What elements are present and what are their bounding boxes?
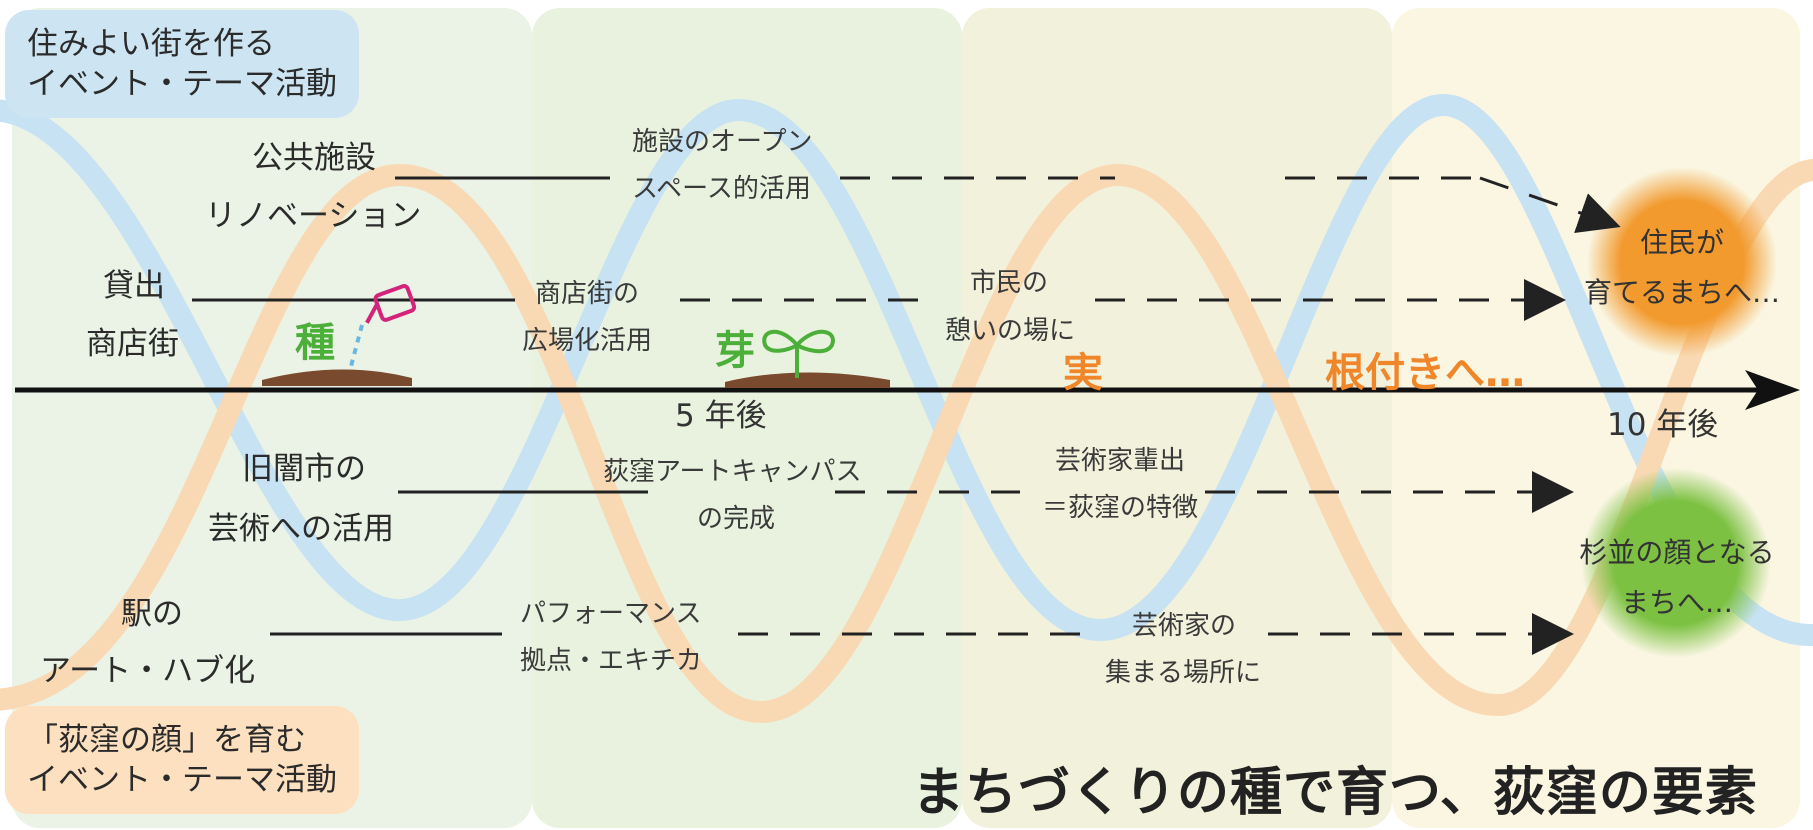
item-plaza-1: 商店街の: [535, 279, 640, 309]
stage-panel-seed: [12, 8, 532, 828]
item-art-hub: アート・ハブ化: [40, 653, 256, 689]
item-performance-2: 拠点・エキチカ: [520, 646, 703, 676]
goal-circle-face: [1581, 468, 1771, 658]
item-gather-1: 芸術家の: [1132, 611, 1237, 641]
item-station: 駅の: [121, 596, 183, 632]
goal-residents: 住民が 育てるまちへ…: [1572, 218, 1792, 318]
goal-residents-line2: 育てるまちへ…: [1583, 276, 1780, 309]
item-open-space-1: 施設のオープン: [632, 127, 813, 157]
water-drops-icon: [348, 324, 364, 371]
goal-face-line1: 杉並の顔となる: [1579, 536, 1775, 569]
timeline-5-years: 5 年後: [675, 398, 767, 434]
item-art-campus-2: の完成: [697, 504, 776, 534]
item-plaza-2: 広場化活用: [522, 326, 653, 356]
item-lending: 貸出: [103, 268, 165, 304]
soil-seed-icon: [262, 369, 412, 386]
orange-wave: [0, 159, 1813, 724]
stage-panel-fruit: [962, 8, 1392, 828]
item-shopping-street: 商店街: [86, 326, 179, 362]
stage-sprout: 芽: [715, 328, 755, 374]
tag-ogikubo-face-line1: 「荻窪の顔」を育む: [27, 722, 306, 758]
stage-seed: 種: [295, 320, 335, 366]
item-open-space-2: スペース的活用: [632, 174, 811, 204]
item-art-use: 芸術への活用: [208, 511, 394, 547]
tag-livable-town: 住みよい街を作る イベント・テーマ活動: [5, 10, 359, 118]
item-citizens-2: 憩いの場に: [945, 316, 1076, 346]
item-public-facility: 公共施設: [252, 140, 376, 176]
goal-residents-line1: 住民が: [1639, 226, 1724, 259]
tag-livable-town-line1: 住みよい街を作る: [27, 26, 275, 62]
time-axis-arrowhead: [1745, 370, 1800, 410]
tag-ogikubo-face-line2: イベント・テーマ活動: [27, 762, 337, 798]
tag-livable-town-line2: イベント・テーマ活動: [27, 66, 337, 102]
item-performance-1: パフォーマンス: [520, 599, 702, 629]
timeline-10-years: 10 年後: [1607, 407, 1719, 443]
item-artists-1: 芸術家輩出: [1055, 446, 1186, 476]
diagram-title: まちづくりの種で育つ、荻窪の要素: [912, 763, 1758, 823]
goal-face: 杉並の顔となる まちへ…: [1562, 528, 1792, 628]
stage-rooting: 根付きへ…: [1325, 350, 1525, 396]
goal-circle-residents: [1587, 167, 1777, 357]
item-art-campus-1: 荻窪アートキャンパス: [603, 457, 862, 487]
stage-panel-sprout: [532, 8, 962, 828]
blue-wave: [0, 93, 1813, 647]
sprout-icon: [762, 329, 835, 378]
item-public-renovation: リノベーション: [205, 198, 422, 234]
watering-can-icon: [365, 284, 417, 324]
item-black-market: 旧闇市の: [242, 451, 366, 487]
item-citizens-1: 市民の: [970, 268, 1049, 298]
item-gather-2: 集まる場所に: [1105, 658, 1262, 688]
goal-face-line2: まちへ…: [1620, 586, 1733, 619]
item-artists-2: ＝荻窪の特徴: [1042, 493, 1199, 523]
soil-sprout-icon: [725, 372, 890, 388]
tag-ogikubo-face: 「荻窪の顔」を育む イベント・テーマ活動: [5, 706, 359, 814]
stage-fruit: 実: [1063, 350, 1103, 396]
